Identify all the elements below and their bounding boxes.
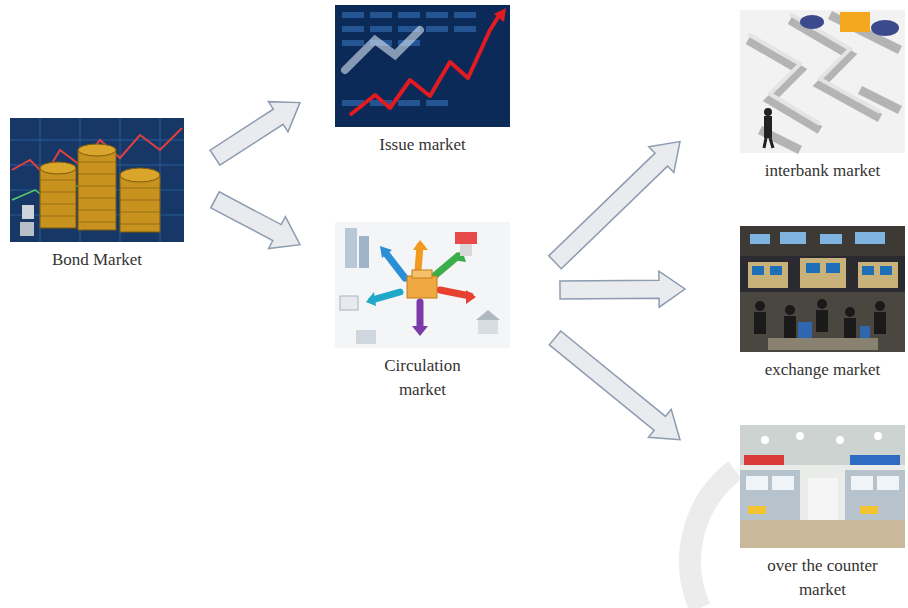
watermark-arc bbox=[690, 470, 735, 608]
bond-picture bbox=[10, 118, 184, 242]
block-arrow bbox=[549, 331, 680, 440]
node-caption: Circulation market bbox=[363, 354, 483, 402]
market-node: exchange market bbox=[740, 226, 905, 382]
node-caption: Issue market bbox=[338, 133, 508, 157]
market-node: interbank market bbox=[740, 10, 905, 183]
node-caption: Bond Market bbox=[12, 248, 182, 272]
market-node: Issue market bbox=[335, 5, 510, 157]
exchange-picture bbox=[740, 226, 905, 352]
node-caption: over the counter market bbox=[748, 554, 898, 602]
circulation-picture bbox=[335, 222, 510, 348]
interbank-picture bbox=[740, 10, 905, 153]
block-arrow bbox=[560, 271, 685, 307]
node-caption: exchange market bbox=[743, 358, 903, 382]
issue-picture bbox=[335, 5, 510, 127]
block-arrow bbox=[211, 192, 300, 249]
market-node: Bond Market bbox=[10, 118, 184, 272]
market-node: Circulation market bbox=[335, 222, 510, 402]
market-node: over the counter market bbox=[740, 425, 905, 602]
block-arrow bbox=[210, 102, 300, 166]
counter-picture bbox=[740, 425, 905, 548]
node-caption: interbank market bbox=[743, 159, 903, 183]
block-arrow bbox=[549, 142, 680, 269]
